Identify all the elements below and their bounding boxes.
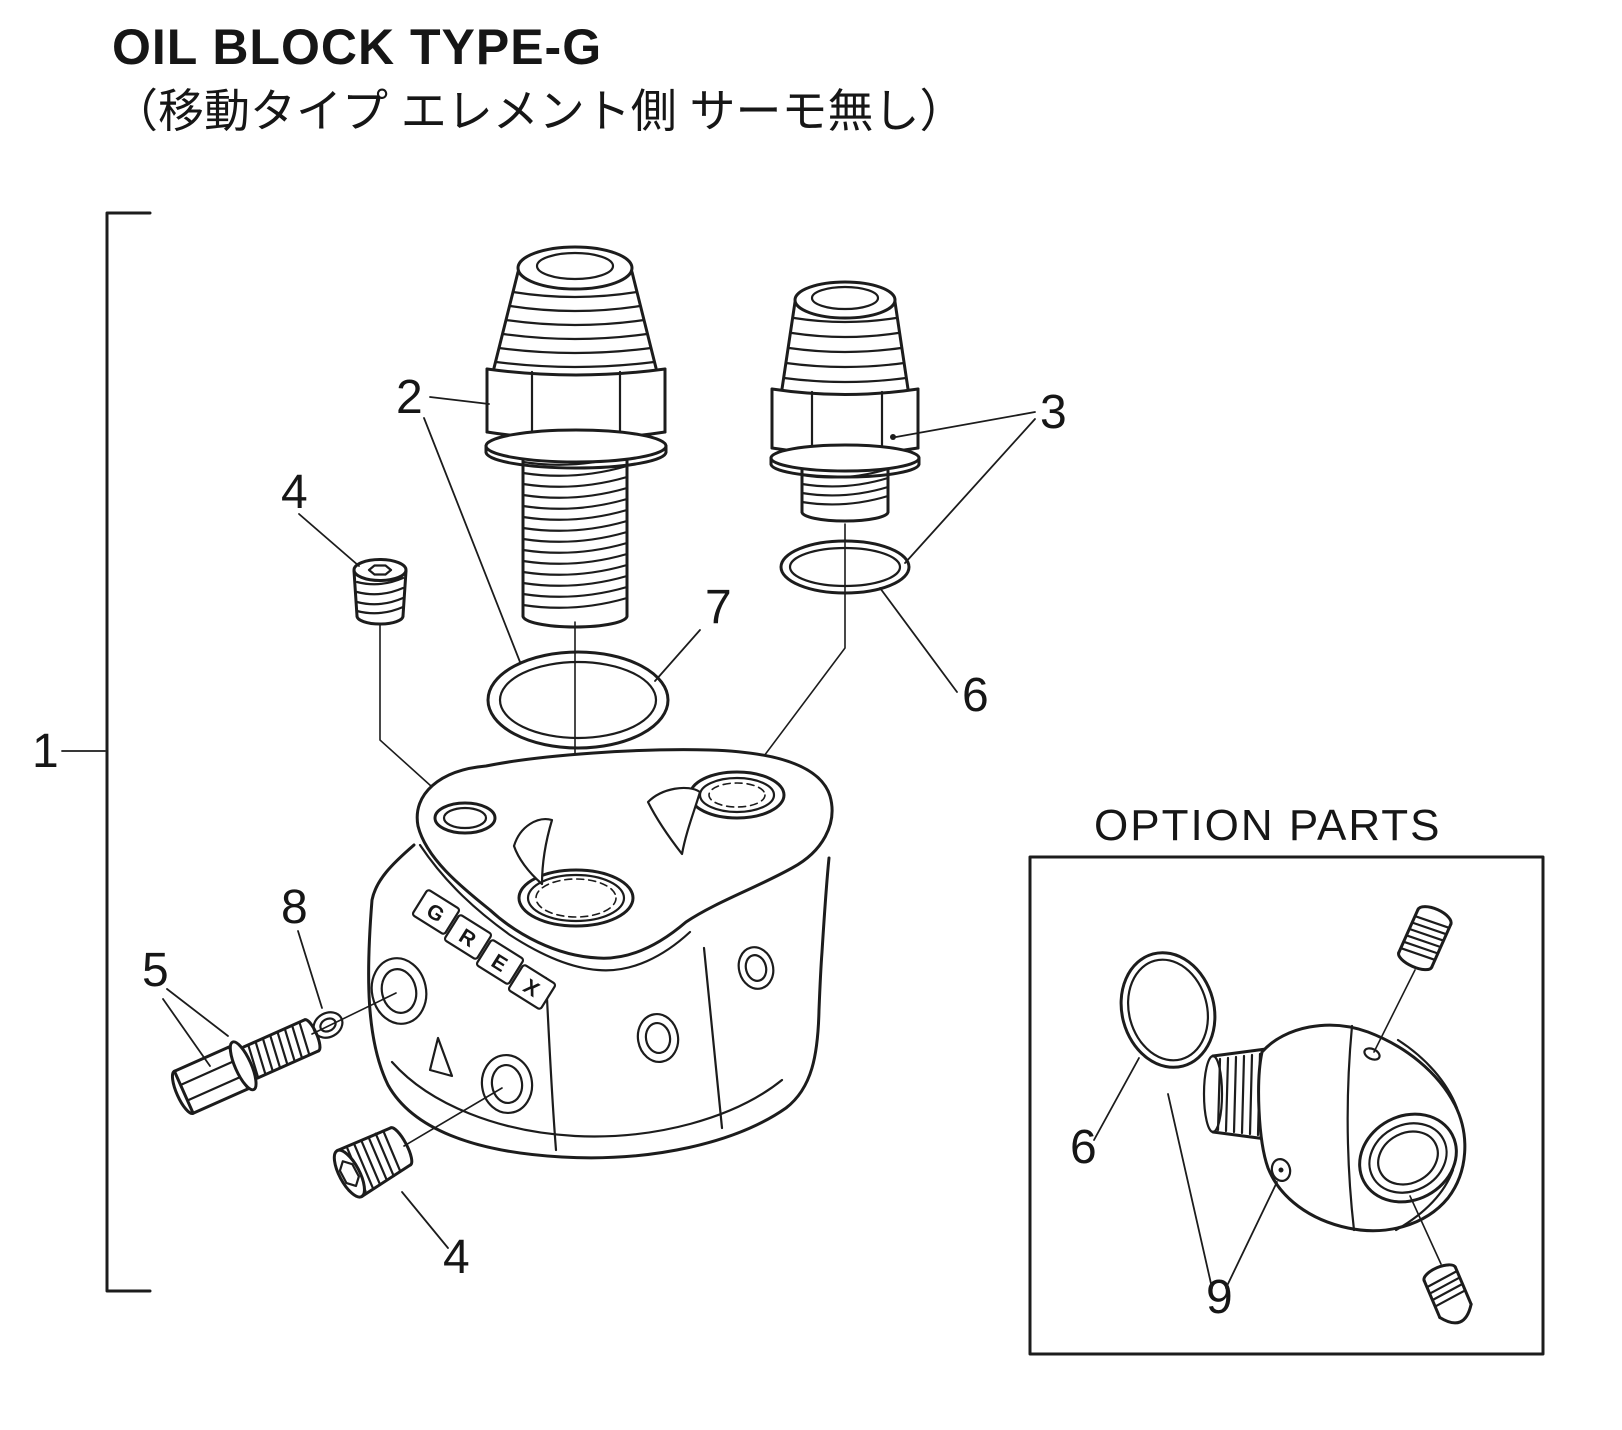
- callout-7-leader: [654, 629, 701, 682]
- callout-2: 2: [396, 371, 423, 424]
- bracket-line: [105, 211, 152, 1293]
- leader-dot: [890, 434, 896, 440]
- option-plug-top-axis: [1373, 969, 1416, 1053]
- right-port: [688, 770, 786, 820]
- callout-1: 1: [32, 725, 59, 778]
- lower-side-port: [480, 1053, 534, 1115]
- callout-4-lower-leader: [401, 1191, 449, 1249]
- callout-3-leader-a: [895, 411, 1036, 438]
- washer-8: [312, 1011, 344, 1039]
- diagram-title: OIL BLOCK TYPE-G （移動タイプ エレメント側 サーモ無し）: [112, 19, 966, 137]
- callout-2-leader-a: [429, 396, 490, 405]
- side-oring: [779, 539, 911, 595]
- hex-socket: [338, 1160, 360, 1188]
- flange-thickness: [418, 843, 692, 972]
- callout-5-leader-a: [166, 988, 229, 1037]
- callout-2-leader-b: [423, 417, 521, 663]
- option-plug-bottom-axis: [1409, 1195, 1442, 1265]
- title-line2: （移動タイプ エレメント側 サーモ無し）: [112, 85, 966, 137]
- logo-plate: [411, 889, 461, 935]
- title-line1: OIL BLOCK TYPE-G: [112, 19, 602, 75]
- lower-plug: [332, 1087, 503, 1199]
- assembly-bracket: 1: [32, 211, 152, 1293]
- option-adapter: [1202, 1023, 1467, 1233]
- callout-8: 8: [281, 881, 308, 934]
- option-plug-top: [1373, 905, 1453, 1053]
- adapter-front-hole: [1270, 1158, 1292, 1182]
- callout-5-leader-b: [162, 998, 211, 1067]
- callout-4-upper-leader: [298, 513, 360, 567]
- side-fitting: [736, 280, 921, 793]
- relief-bolt-axis: [311, 992, 397, 1035]
- logo-grex: G R E X: [411, 889, 557, 1010]
- plug-face: [332, 1148, 366, 1199]
- center-fitting: [484, 245, 668, 925]
- adapter-male-threads: [1202, 1047, 1268, 1141]
- right-side-port: [737, 946, 775, 990]
- bolt-collar: [228, 1040, 258, 1092]
- flange-slot-left: [512, 818, 554, 886]
- lower-plug-axis: [403, 1087, 503, 1147]
- hex-socket: [367, 564, 393, 576]
- center-oring: [486, 650, 670, 750]
- callout-9-leader-a: [1167, 1093, 1213, 1289]
- center-fitting-washer: [484, 428, 668, 470]
- plug-threads: [355, 576, 405, 626]
- option-parts-title: OPTION PARTS: [1094, 801, 1442, 850]
- callout-labels: 2 3 4 7 6 5 8 4: [142, 371, 1067, 1284]
- mid-right-port: [636, 1013, 680, 1063]
- callout-4-lower: 4: [443, 1231, 470, 1284]
- option-parts-box: [1028, 855, 1545, 1356]
- callout-6-leader: [879, 587, 958, 693]
- cone-rib-lines: [494, 290, 656, 369]
- callout-3: 3: [1040, 386, 1067, 439]
- cast-notch: [428, 1036, 454, 1078]
- logo-plate: [507, 964, 557, 1010]
- center-fitting-threads: [521, 450, 629, 629]
- bolt-threads: [242, 1018, 322, 1080]
- drum-bottom-rim: [390, 1060, 784, 1138]
- small-port: [433, 801, 497, 835]
- relief-bolt: [170, 992, 397, 1115]
- callout-8-leader: [297, 930, 323, 1009]
- callout-option-6: 6: [1070, 1121, 1097, 1174]
- option-oring: [1119, 951, 1217, 1069]
- left-side-port: [370, 957, 428, 1025]
- callout-7: 7: [705, 581, 732, 634]
- hex-chamfer-top: [1396, 1038, 1459, 1110]
- oil-block: G R E X: [367, 748, 834, 1160]
- drum-outline: [367, 843, 831, 1160]
- flange-slot-right: [646, 786, 702, 856]
- facet-line-left: [544, 976, 558, 1152]
- callout-4-upper: 4: [281, 466, 308, 519]
- logo-plate: [475, 939, 525, 985]
- logo-plate: [443, 914, 493, 960]
- facet-line-right: [702, 946, 724, 1130]
- callout-5: 5: [142, 944, 169, 997]
- callout-6: 6: [962, 669, 989, 722]
- plug-top-face: [352, 558, 408, 582]
- option-plug-bottom: [1409, 1195, 1473, 1325]
- adapter-body: [1257, 1023, 1467, 1233]
- callout-9-leader-b: [1225, 1181, 1278, 1289]
- cone-rib-lines: [782, 316, 908, 384]
- side-fitting-axis: [736, 523, 846, 793]
- option-parts: OPTION PARTS: [1028, 801, 1545, 1356]
- center-port: [517, 868, 635, 928]
- callout-3-leader-b: [904, 418, 1036, 564]
- adapter-female-port: [1358, 1112, 1458, 1204]
- adapter-top-hole: [1363, 1047, 1381, 1061]
- side-fitting-washer: [769, 443, 921, 479]
- callout-option-6-leader: [1093, 1057, 1140, 1141]
- adapter-contour: [1346, 1024, 1356, 1232]
